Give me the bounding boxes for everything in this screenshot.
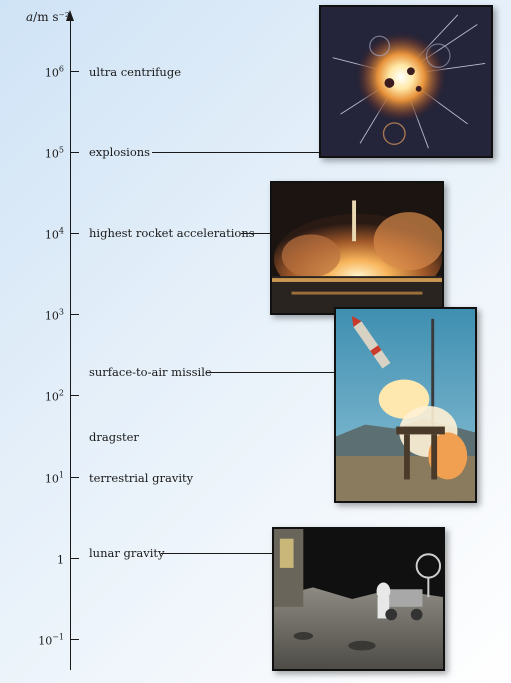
tick-label-1e5: 105 bbox=[44, 145, 64, 161]
label-terrestrial-gravity: terrestrial gravity bbox=[89, 471, 194, 485]
tick-mark-1e2 bbox=[70, 395, 79, 397]
label-highest-rocket-accelerations: highest rocket accelerations bbox=[89, 226, 255, 240]
tick-mark-1e3 bbox=[70, 314, 79, 316]
rocket-launch-photo-art bbox=[272, 183, 442, 313]
tick-label-1e1: 101 bbox=[44, 470, 64, 486]
rocket-launch-photo bbox=[270, 181, 444, 315]
axis-title: a/m s⁻² bbox=[26, 10, 70, 24]
tick-mark-1e4 bbox=[70, 233, 79, 235]
tick-label-1e2: 102 bbox=[44, 388, 64, 404]
axis-arrow-icon bbox=[66, 10, 74, 21]
tick-label-1e6: 106 bbox=[44, 64, 64, 80]
axis-symbol: a bbox=[26, 10, 34, 24]
label-dragster: dragster bbox=[89, 430, 139, 444]
tick-mark-1e1 bbox=[70, 477, 79, 479]
leader-line-explosions bbox=[152, 152, 320, 154]
tick-label-1e-1: 10−1 bbox=[38, 632, 64, 648]
tick-label-1: 1 bbox=[57, 553, 64, 567]
leader-line-rocket bbox=[241, 233, 271, 235]
vertical-axis bbox=[70, 18, 72, 670]
missile-launch-photo-art bbox=[336, 309, 475, 501]
explosion-photo bbox=[319, 5, 493, 158]
label-surface-to-air-missile: surface-to-air missile bbox=[89, 365, 212, 379]
lunar-surface-photo-art bbox=[274, 529, 443, 669]
tick-label-1e4: 104 bbox=[44, 226, 64, 242]
tick-mark-1 bbox=[70, 558, 79, 560]
lunar-surface-photo bbox=[272, 527, 445, 671]
axis-unit: /m s⁻² bbox=[33, 10, 70, 24]
explosion-photo-art bbox=[321, 7, 491, 156]
tick-label-1e3: 103 bbox=[44, 307, 64, 323]
tick-mark-1e6 bbox=[70, 71, 79, 73]
missile-launch-photo bbox=[334, 307, 477, 503]
tick-mark-1e-1 bbox=[70, 639, 79, 641]
label-explosions: explosions bbox=[89, 145, 151, 159]
label-ultra-centrifuge: ultra centrifuge bbox=[89, 65, 181, 79]
leader-line-lunar bbox=[161, 553, 273, 555]
label-lunar-gravity: lunar gravity bbox=[89, 546, 165, 560]
leader-line-missile bbox=[207, 372, 334, 374]
tick-mark-1e5 bbox=[70, 152, 79, 154]
